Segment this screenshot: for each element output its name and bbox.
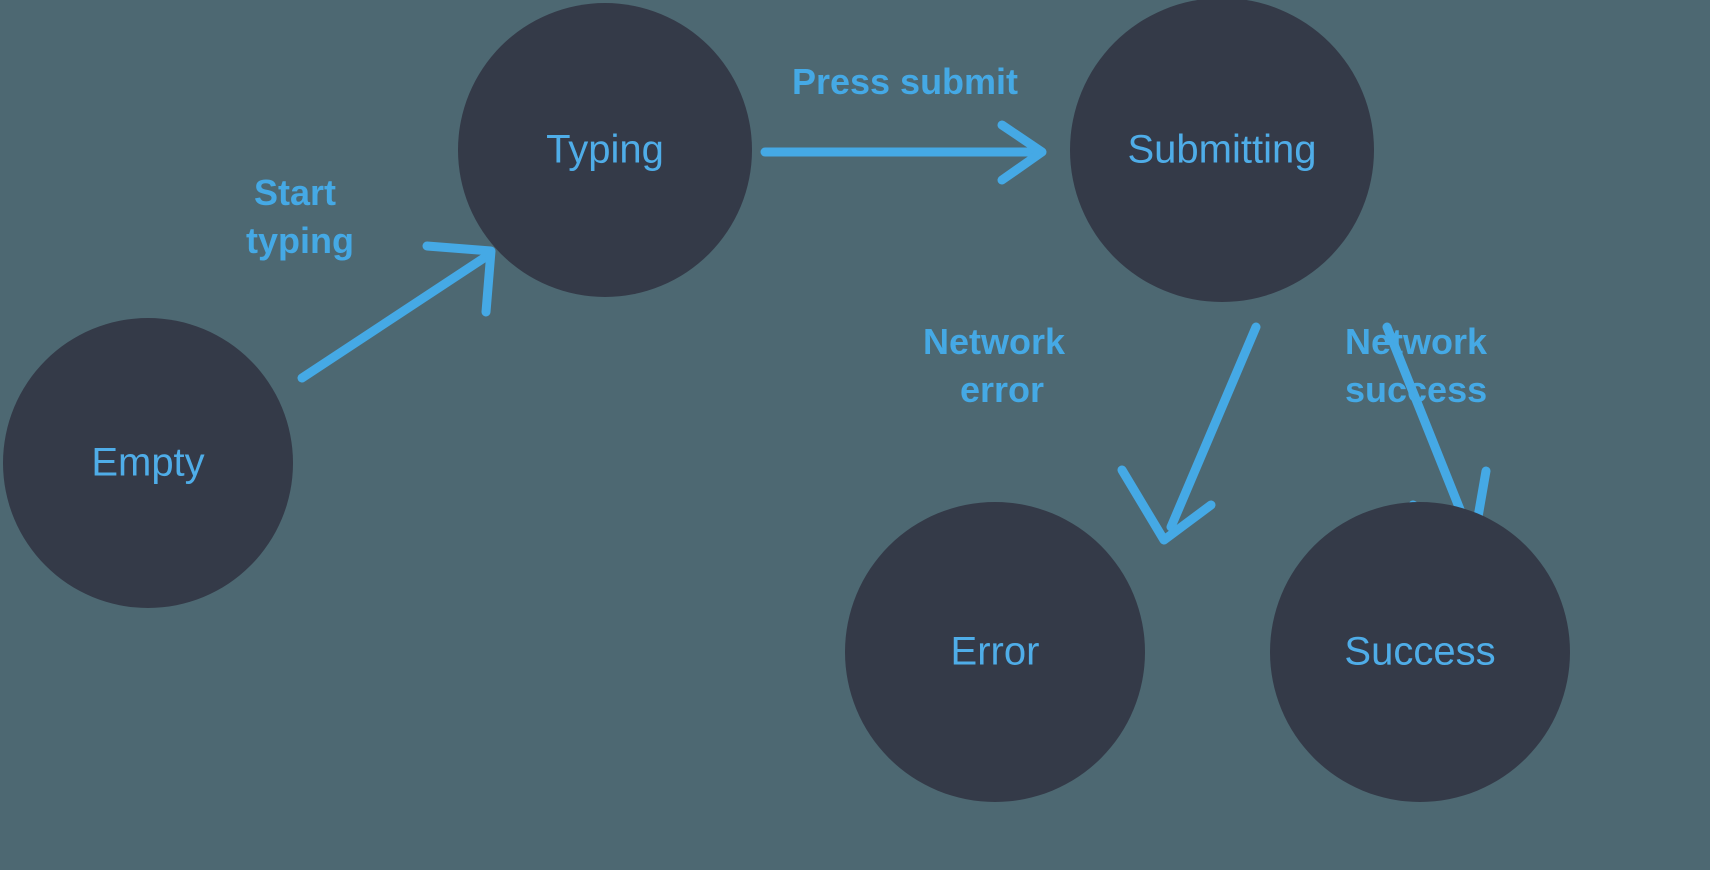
edge-label-line-2: success xyxy=(1345,369,1487,410)
edge-label-line-1: Network xyxy=(923,321,1066,362)
arrowhead-empty-to-typing xyxy=(422,241,496,317)
edge-empty-to-typing: Start typing xyxy=(246,172,496,383)
edge-label-submitting-to-error: Network error xyxy=(923,321,1075,410)
node-success-circle[interactable] xyxy=(1270,502,1570,802)
edge-label-empty-to-typing: Start typing xyxy=(246,172,354,261)
node-typing-circle[interactable] xyxy=(458,3,752,297)
edge-line-submitting-to-error xyxy=(1166,322,1261,532)
edge-line-submitting-to-success xyxy=(1382,322,1472,532)
edge-line-empty-to-typing xyxy=(297,251,492,383)
edge-submitting-to-error: Network error xyxy=(923,321,1261,545)
edge-label-line-1: Press submit xyxy=(792,61,1018,102)
node-error[interactable]: Error xyxy=(845,502,1145,802)
edge-label-typing-to-submitting: Press submit xyxy=(792,61,1018,102)
edge-label-line-2: error xyxy=(960,369,1044,410)
edge-label-submitting-to-success: Network success xyxy=(1345,321,1497,410)
node-submitting-label: Submitting xyxy=(1128,128,1317,172)
edge-label-line-2: typing xyxy=(246,220,354,261)
arrowhead-submitting-to-error xyxy=(1117,465,1216,545)
edge-label-line-1: Network xyxy=(1345,321,1488,362)
edge-label-line-1: Start xyxy=(254,172,336,213)
node-typing[interactable]: Typing xyxy=(458,3,752,297)
node-error-circle[interactable] xyxy=(845,502,1145,802)
node-empty-circle[interactable] xyxy=(3,318,293,608)
edge-typing-to-submitting: Press submit xyxy=(760,61,1047,185)
node-success-label: Success xyxy=(1344,630,1495,674)
node-error-label: Error xyxy=(951,630,1040,674)
arrowhead-typing-to-submitting xyxy=(997,120,1047,185)
node-empty[interactable]: Empty xyxy=(3,318,293,608)
node-empty-label: Empty xyxy=(91,441,204,485)
node-submitting[interactable]: Submitting xyxy=(1070,0,1374,302)
node-success[interactable]: Success xyxy=(1270,502,1570,802)
node-typing-label: Typing xyxy=(546,128,664,172)
node-submitting-circle[interactable] xyxy=(1070,0,1374,302)
